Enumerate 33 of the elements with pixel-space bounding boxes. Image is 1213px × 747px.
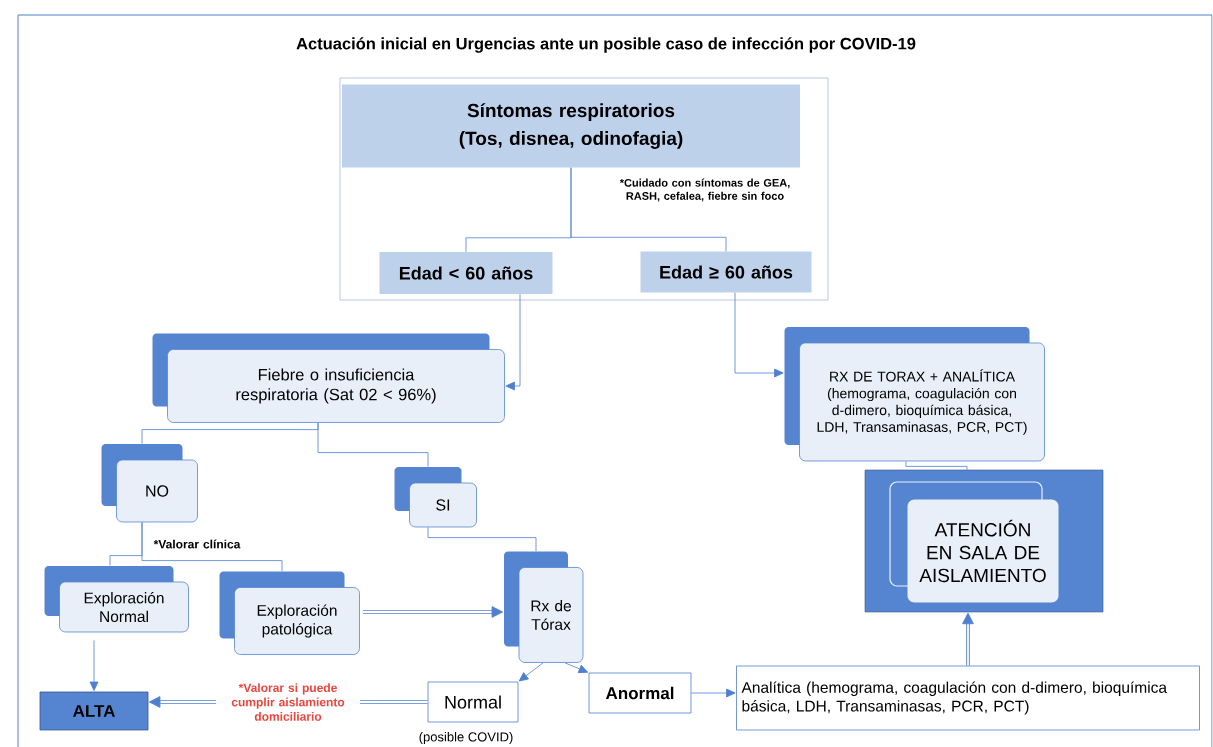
arrow (362, 606, 504, 618)
arrow (505, 293, 521, 391)
stacked-box: Exploración Normal (44, 566, 189, 633)
header-box: Edad ≥ 60 años (640, 251, 812, 293)
arrow (691, 688, 736, 698)
stacked-box: Exploración patológica (219, 571, 360, 655)
arrow (518, 662, 544, 682)
title: Actuación inicial en Urgencias ante un posible caso de infección por COVID-19 (296, 37, 916, 53)
stacked-box: NO (101, 444, 198, 523)
stacked-box: Fiebre o insuficiencia respiratoria (Sat 02 < 96%) (152, 333, 505, 423)
arrow (564, 662, 589, 674)
edge-label: *Valorar si puede cumplir aislamiento domiciliario (216, 681, 360, 723)
stacked-box: Rx de Tórax (504, 551, 584, 663)
stacked-box: ATENCIÓN EN SALA DE AISLAMIENTO (864, 469, 1104, 613)
connector-line (427, 527, 537, 552)
header-box: Edad < 60 años (379, 252, 553, 294)
arrow (89, 640, 99, 691)
stacked-box: RX DE TORAX + ANALÍTICA (hemograma, coagulación con d-dimero, bioquímica básica, LDH, Transaminasas, PCR, PCT) (784, 327, 1045, 462)
process-box: Normal (427, 681, 519, 723)
note-text: *Valorar clínica (153, 539, 241, 549)
connector-line (317, 422, 429, 467)
stacked-box: SI (394, 467, 477, 528)
arrow (734, 292, 784, 378)
connector-line (570, 167, 727, 252)
process-box: Anormal (588, 672, 692, 714)
arrow (962, 612, 974, 667)
connector-line (905, 461, 968, 471)
note-text: *Cuidado con síntomas de GEA, RASH, cefalea, fiebre sin foco (619, 178, 790, 202)
header-box: Síntomas respiratorios (Tos, disnea, odinofagia) (342, 84, 800, 168)
process-box: ALTA (39, 691, 149, 731)
process-box: Analítica (hemograma, coagulación con d-dimero, bioquímica básica, LDH, Transaminasas, PCR, PCT) (736, 665, 1200, 731)
node-caption: (posible COVID) (419, 731, 513, 745)
connector-line (141, 522, 283, 572)
